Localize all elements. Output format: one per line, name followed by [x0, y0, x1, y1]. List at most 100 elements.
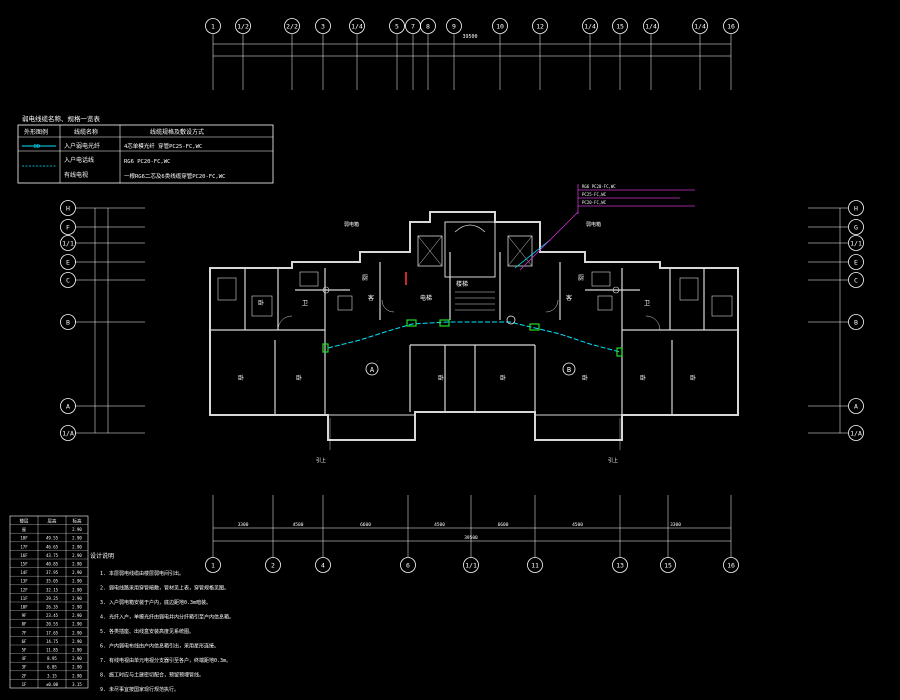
- bottom-axis-bubble-label: 13: [616, 562, 624, 570]
- annotation: 弱电箱: [344, 221, 359, 228]
- left-axis-bubble: [60, 235, 76, 251]
- floor-table-header: 标高: [73, 518, 82, 525]
- magenta-leaders: [577, 184, 695, 214]
- bottom-axis-bubble-label: 11: [531, 562, 539, 570]
- floor-table-cell: 7F: [22, 630, 27, 635]
- unit-b-marker: [562, 362, 576, 376]
- top-axis-bubble-label: 1/4: [351, 23, 363, 31]
- right-axis-bubble-label: 1/A: [850, 430, 862, 438]
- annotation: 弱电箱: [586, 221, 601, 228]
- floor-table-cell: 15F: [20, 562, 28, 567]
- note-item: 2. 弱电线路采用穿管暗敷，管材见上表，穿管规格见图。: [100, 585, 229, 592]
- floor-table-cell: 11F: [20, 596, 28, 601]
- note-item: 5. 各类插座、出线盒安装高度见系统图。: [100, 628, 194, 635]
- left-axis-bubble: [60, 219, 76, 235]
- top-axis-bubble-label: 1/4: [584, 23, 596, 31]
- floor-table-cell: 9F: [22, 613, 27, 618]
- bottom-axis-bubble: [612, 557, 628, 573]
- top-axis-bubble: [692, 18, 708, 34]
- right-axis-bubble: [848, 272, 864, 288]
- top-axis-bubble: [612, 18, 628, 34]
- plan-annotations: 弱电箱 弱电箱 引上 引上: [316, 221, 618, 464]
- floor-table-cell: 16F: [20, 553, 28, 558]
- right-axis-bubble-label: G: [854, 224, 858, 232]
- room-label: 卧: [238, 374, 244, 382]
- right-axis-bubble: [848, 200, 864, 216]
- floor-table-cell: 2.90: [72, 527, 82, 532]
- floor-table-cell: 5F: [22, 648, 27, 653]
- notes-title: 设计说明: [90, 552, 114, 560]
- floor-table-cell: 35.05: [46, 579, 59, 584]
- stair-core: [444, 221, 496, 278]
- floor-table-cell: 13F: [20, 579, 28, 584]
- right-axis-bubble-label: A: [854, 403, 858, 411]
- floor-table-cell: 2.90: [72, 579, 82, 584]
- bottom-axis-bubble-label: 1/1: [465, 562, 477, 570]
- room-label: 客: [368, 294, 374, 302]
- floor-table-cell: 2.90: [72, 656, 82, 661]
- floor-table-cell: 4F: [22, 656, 27, 661]
- floor-table-cell: 49.55: [46, 536, 59, 541]
- top-dimension-total: 39500: [462, 34, 477, 40]
- riser-line: [514, 239, 551, 269]
- unit-a-marker: [365, 362, 379, 376]
- floor-table-cell: 2F: [22, 673, 27, 678]
- floor-table-cell: 14.75: [46, 639, 59, 644]
- floor-table-cell: 32.15: [46, 587, 59, 592]
- floor-table-header: 楼层: [20, 518, 29, 525]
- legend-fiber-symbol: DD: [34, 144, 40, 150]
- top-axis-bubble: [235, 18, 251, 34]
- room-label: 厨: [578, 275, 584, 282]
- top-axis-bubble: [349, 18, 365, 34]
- left-axis-bubble: [60, 200, 76, 216]
- bottom-axis-bubble-label: 2: [271, 562, 275, 570]
- dimension-segment: 3300: [238, 522, 249, 528]
- dimension-segment: 4500: [572, 522, 583, 528]
- cable-runs: [322, 211, 623, 357]
- floor-table-cell: 2.90: [72, 587, 82, 592]
- bottom-axis-bubble: [400, 557, 416, 573]
- floor-table-cell: 2.90: [72, 665, 82, 670]
- floor-table-cell: 18F: [20, 536, 28, 541]
- legend-row2-spec: RG6 PC20-FC,WC: [124, 159, 170, 165]
- bath-fixtures: [217, 271, 733, 317]
- floor-plan: [209, 211, 739, 441]
- top-axis-bubble-label: 9: [452, 23, 456, 31]
- top-axis-bubble: [446, 18, 462, 34]
- left-axis-bubble-label: E: [66, 259, 70, 267]
- right-axis-bubble: [848, 314, 864, 330]
- floor-table-header: 层高: [48, 518, 57, 525]
- bottom-axis-bubble: [527, 557, 543, 573]
- legend-row3-name: 有线电视: [64, 171, 88, 179]
- dimension-total: 39500: [464, 535, 478, 541]
- legend-title: 弱电线缆名称、规格一览表: [22, 114, 101, 123]
- top-axis-bubble: [420, 18, 436, 34]
- bottom-axis-bubble: [660, 557, 676, 573]
- top-axis-bubble: [205, 18, 221, 34]
- floor-table-cell: ±0.00: [46, 682, 59, 687]
- left-axis-bubble-label: 1/A: [62, 430, 74, 438]
- room-label: 卧: [690, 374, 696, 382]
- top-axis-bubble-label: 10: [496, 23, 504, 31]
- interior-walls: [210, 252, 738, 415]
- top-axis-bubble-label: 3: [321, 23, 325, 31]
- right-axis-bubble-label: 1/1: [850, 240, 862, 248]
- stair-treads: [455, 291, 495, 311]
- room-label: 厨: [362, 275, 368, 282]
- floor-table-cell: 8.95: [47, 656, 57, 661]
- floor-table-cell: 2.90: [72, 622, 82, 627]
- bottom-axis-bubble: [205, 557, 221, 573]
- left-axis-bubble: [60, 314, 76, 330]
- room-label: 卧: [296, 374, 302, 382]
- unit-b-label: B: [567, 366, 571, 374]
- floor-table-cell: 3.15: [72, 682, 82, 687]
- floor-table-cell: 12F: [20, 587, 28, 592]
- floor-table-cell: 2.90: [72, 648, 82, 653]
- room-label: 卧: [582, 374, 588, 382]
- bottom-axis-bubble: [723, 557, 739, 573]
- room-label: 楼梯: [456, 280, 468, 288]
- left-axis-bubble: [60, 272, 76, 288]
- bottom-axis-bubble-label: 16: [727, 562, 735, 570]
